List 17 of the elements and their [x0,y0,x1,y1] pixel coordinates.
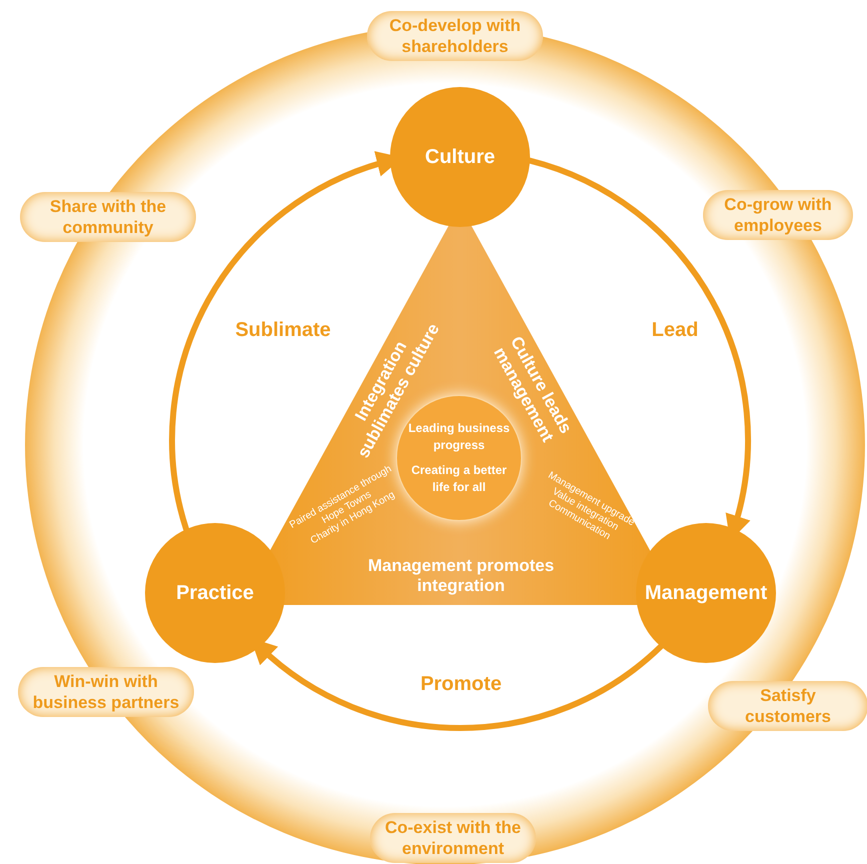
value-pill [703,190,853,240]
pill-label: Co-develop with shareholders [388,15,522,57]
pill-label: Co-exist with the environment [384,817,522,859]
value-pill [708,681,867,731]
circle-label: Culture [425,145,495,170]
pill-label: Share with the community [48,196,168,238]
pill-label: Win-win with business partners [32,671,180,713]
triangle-side-label: Management promotes integration [366,556,556,596]
value-pill [367,11,543,61]
pill-label: Co-grow with employees [723,194,833,236]
pill-label: Satisfy customers [744,685,832,727]
circle-label: Practice [176,581,254,606]
center-text: Creating a better life for all [410,462,508,496]
circle-label: Management [644,581,768,606]
value-pill [370,813,536,863]
value-pill [18,667,194,717]
value-pill [20,192,196,242]
